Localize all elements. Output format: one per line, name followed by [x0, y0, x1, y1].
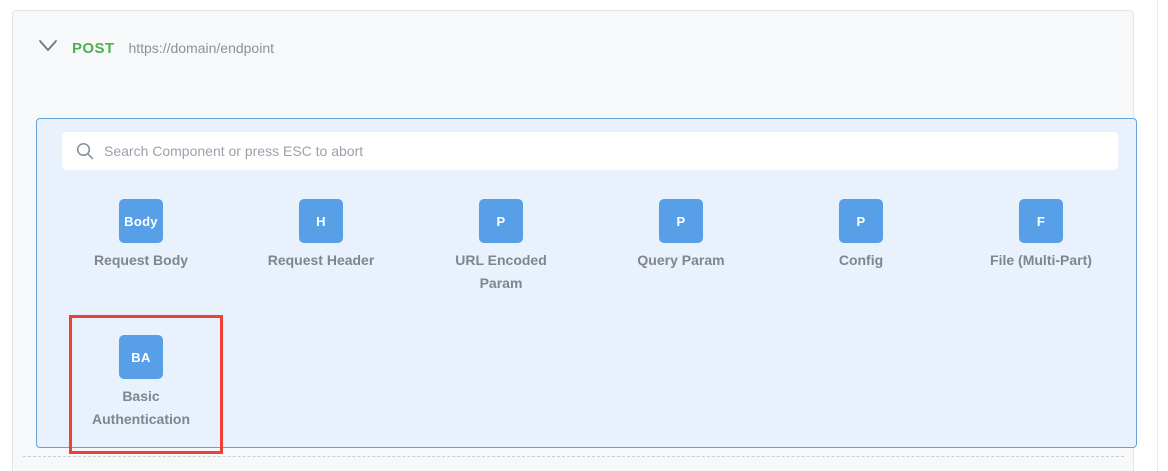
chevron-down-icon — [38, 39, 58, 57]
component-badge: BA — [119, 335, 163, 379]
request-panel: POST https://domain/endpoint Body Reques… — [12, 10, 1137, 471]
component-badge: Body — [119, 199, 163, 243]
component-tile-query-param[interactable]: P Query Param — [591, 199, 771, 335]
component-tile-request-header[interactable]: H Request Header — [231, 199, 411, 335]
component-label: Basic Authentication — [92, 388, 190, 427]
component-label: Request Header — [267, 252, 375, 268]
collapse-button[interactable] — [37, 39, 59, 57]
component-badge: P — [659, 199, 703, 243]
request-url-label: https://domain/endpoint — [128, 40, 274, 56]
component-label: File (Multi-Part) — [990, 252, 1092, 268]
component-search-input[interactable] — [62, 132, 1118, 170]
component-badge: F — [1019, 199, 1063, 243]
component-picker-panel: Body Request Body H Request Header P URL… — [36, 118, 1137, 454]
component-search-box — [62, 132, 1118, 170]
component-tile-file-multi-part[interactable]: F File (Multi-Part) — [951, 199, 1131, 335]
component-label: URL Encoded Param — [455, 252, 547, 291]
component-label: Config — [838, 252, 884, 268]
pane-divider — [1157, 0, 1158, 471]
component-badge: P — [839, 199, 883, 243]
component-tile-request-body[interactable]: Body Request Body — [51, 199, 231, 335]
component-label: Request Body — [93, 252, 189, 268]
drop-zone-dashed-divider — [23, 456, 1124, 457]
component-label: Query Param — [637, 252, 725, 268]
component-tile-grid: Body Request Body H Request Header P URL… — [51, 199, 1131, 471]
component-badge: H — [299, 199, 343, 243]
component-tile-url-encoded-param[interactable]: P URL Encoded Param — [411, 199, 591, 335]
component-badge: P — [479, 199, 523, 243]
http-method-label: POST — [72, 39, 115, 57]
component-tile-config[interactable]: P Config — [771, 199, 951, 335]
request-bar: POST https://domain/endpoint — [37, 37, 274, 59]
component-tile-basic-authentication[interactable]: BA Basic Authentication — [51, 315, 231, 471]
